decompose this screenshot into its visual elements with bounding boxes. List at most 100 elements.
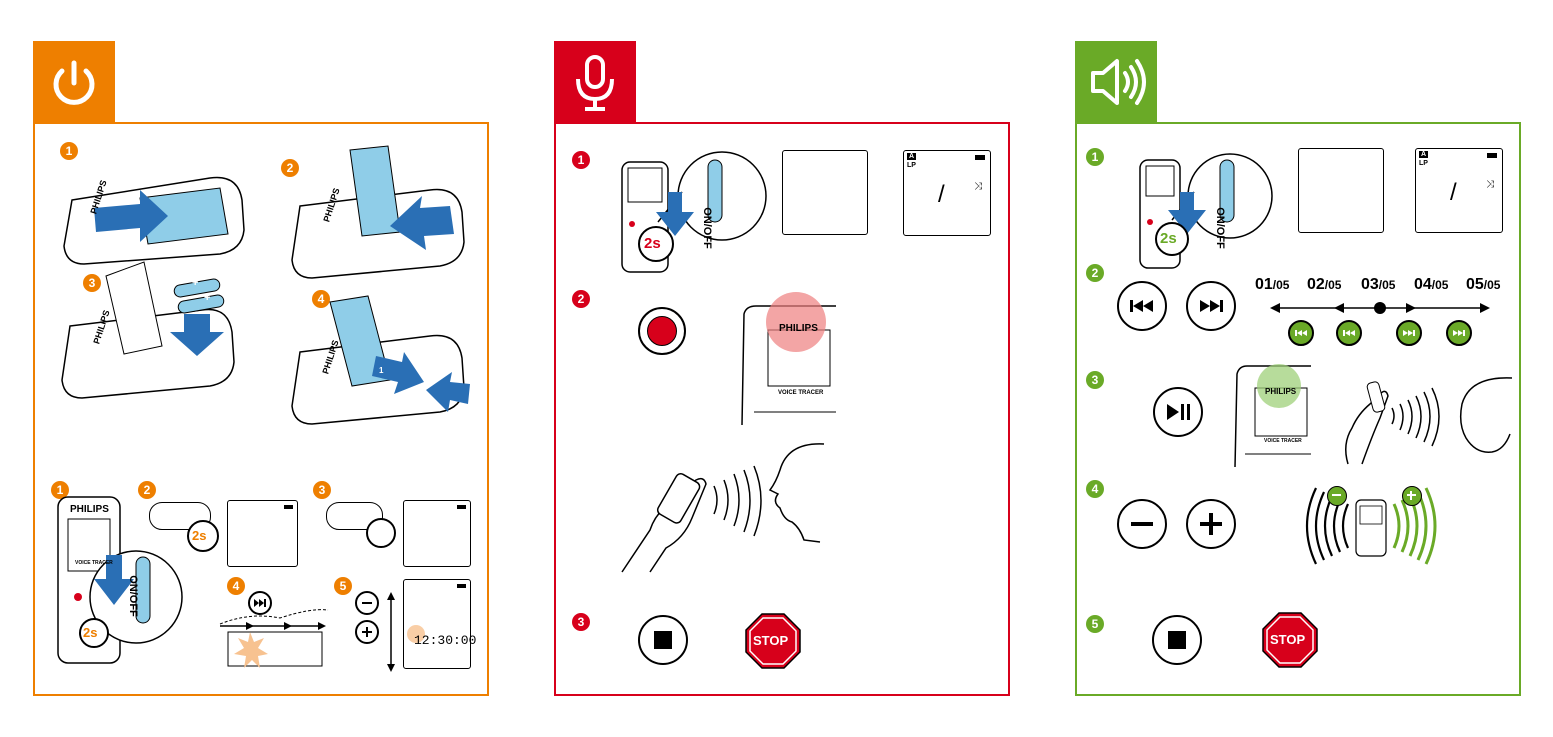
playback-lcd-slash: /	[1450, 179, 1457, 207]
next-icon	[1398, 322, 1420, 344]
playback-step-4: 4	[1086, 480, 1104, 498]
record-hold-2s-badge: 2s	[638, 226, 674, 262]
track-prev-button-2[interactable]	[1336, 320, 1362, 346]
minus-icon	[1332, 494, 1341, 496]
playback-step-3: 3	[1086, 371, 1104, 389]
playback-led-device-illustration	[1233, 362, 1313, 467]
track-label-5: 05/05	[1466, 276, 1500, 294]
volume-plus-badge	[1402, 486, 1422, 506]
track-number: 02	[1307, 276, 1325, 293]
plus-button[interactable]	[355, 620, 379, 644]
record-dot	[647, 316, 677, 346]
volume-waves-illustration	[1296, 484, 1446, 568]
track-label-3: 03/05	[1361, 276, 1395, 294]
playback-step-5: 5	[1086, 615, 1104, 633]
track-total: /05	[1484, 278, 1501, 292]
track-total: /05	[1325, 278, 1342, 292]
stop-square-icon	[654, 631, 672, 649]
record-step-1: 1	[572, 151, 590, 169]
battery-icon	[457, 505, 466, 509]
track-navigation-line	[1270, 300, 1490, 316]
playback-stop-button[interactable]	[1152, 615, 1202, 665]
track-total: /05	[1432, 278, 1449, 292]
previous-button[interactable]	[1117, 281, 1167, 331]
playback-lcd-folder: A	[1419, 151, 1428, 158]
playback-device-switch-illustration	[1138, 150, 1278, 270]
battery-icon	[284, 505, 293, 509]
record-tab	[554, 41, 636, 123]
track-number: 05	[1466, 276, 1484, 293]
minus-button[interactable]	[355, 591, 379, 615]
hold-2s-badge-2: 2s	[187, 520, 219, 552]
record-step-3: 3	[572, 613, 590, 631]
battery-step-1: 1	[60, 142, 78, 160]
track-prev-button-1[interactable]	[1288, 320, 1314, 346]
playback-step-1: 1	[1086, 148, 1104, 166]
volume-minus-badge	[1327, 486, 1347, 506]
setup-step-3: 3	[313, 481, 331, 499]
power-tab	[33, 41, 115, 123]
battery-icon	[1487, 153, 1497, 158]
play-pause-button[interactable]	[1153, 387, 1203, 437]
setup-lcd-1	[227, 500, 298, 567]
switch-label: ON/OFF	[127, 575, 139, 617]
minus-icon	[1131, 522, 1153, 526]
record-lcd-blank	[782, 150, 868, 235]
track-next-button-1[interactable]	[1396, 320, 1422, 346]
forward-button[interactable]	[1186, 281, 1236, 331]
battery-icon	[457, 584, 466, 588]
playback-lcd-blank	[1298, 148, 1384, 233]
track-number: 01	[1255, 276, 1273, 293]
speaker-icon	[1075, 41, 1157, 123]
playback-device-model: VOICE TRACER	[1264, 438, 1302, 444]
insert-mark-1: 1	[379, 366, 383, 375]
clock-time: 12:30:00	[414, 633, 476, 648]
microphone-icon	[554, 41, 636, 123]
record-led-device-illustration	[740, 300, 840, 425]
up-down-arrow	[384, 592, 398, 672]
forward-icon	[1188, 283, 1234, 329]
playback-tab	[1075, 41, 1157, 123]
playback-device-brand: PHILIPS	[1265, 387, 1296, 396]
stop-square-icon	[1168, 631, 1186, 649]
battery-cover-open-illustration	[60, 160, 250, 270]
record-switch-label: ON/OFF	[701, 207, 713, 249]
track-number: 03	[1361, 276, 1379, 293]
record-step-2: 2	[572, 290, 590, 308]
record-lcd-slash: /	[938, 181, 945, 209]
setup-progress-illustration	[220, 604, 330, 676]
playback-stop-sign-label: STOP	[1270, 632, 1305, 647]
record-lcd-folder: A	[907, 153, 916, 160]
previous-icon	[1119, 283, 1165, 329]
menu-round-button[interactable]	[366, 518, 396, 548]
playback-lcd-mode: LP	[1419, 160, 1428, 167]
volume-down-button[interactable]	[1117, 499, 1167, 549]
track-label-4: 04/05	[1414, 276, 1448, 294]
record-lcd-mode: LP	[907, 162, 916, 169]
speaking-into-recorder-illustration	[620, 440, 840, 575]
listening-illustration	[1340, 374, 1515, 466]
previous-icon	[1338, 322, 1360, 344]
record-stop-button[interactable]	[638, 615, 688, 665]
record-device-brand: PHILIPS	[779, 323, 818, 334]
record-device-switch-illustration	[618, 152, 768, 274]
playback-hold-2s-badge: 2s	[1155, 222, 1189, 256]
record-button[interactable]	[638, 307, 686, 355]
device-brand: PHILIPS	[70, 504, 109, 515]
device-model: VOICE TRACER	[75, 560, 113, 566]
playback-step-2: 2	[1086, 264, 1104, 282]
setup-step-5: 5	[334, 577, 352, 595]
track-next-button-2[interactable]	[1446, 320, 1472, 346]
battery-cover-lift-illustration	[290, 146, 475, 286]
next-icon	[1448, 322, 1470, 344]
playback-lcd-standby: A LP / ⤨	[1415, 148, 1503, 233]
volume-up-button[interactable]	[1186, 499, 1236, 549]
setup-lcd-2	[403, 500, 471, 567]
record-stop-sign-label: STOP	[753, 633, 788, 648]
track-total: /05	[1273, 278, 1290, 292]
shuffle-icon: ⤨	[974, 181, 982, 192]
battery-insert-illustration	[62, 262, 242, 402]
hold-2s-badge: 2s	[79, 618, 109, 648]
record-device-model: VOICE TRACER	[778, 390, 823, 396]
clock-lcd: 12:30:00	[403, 579, 471, 669]
